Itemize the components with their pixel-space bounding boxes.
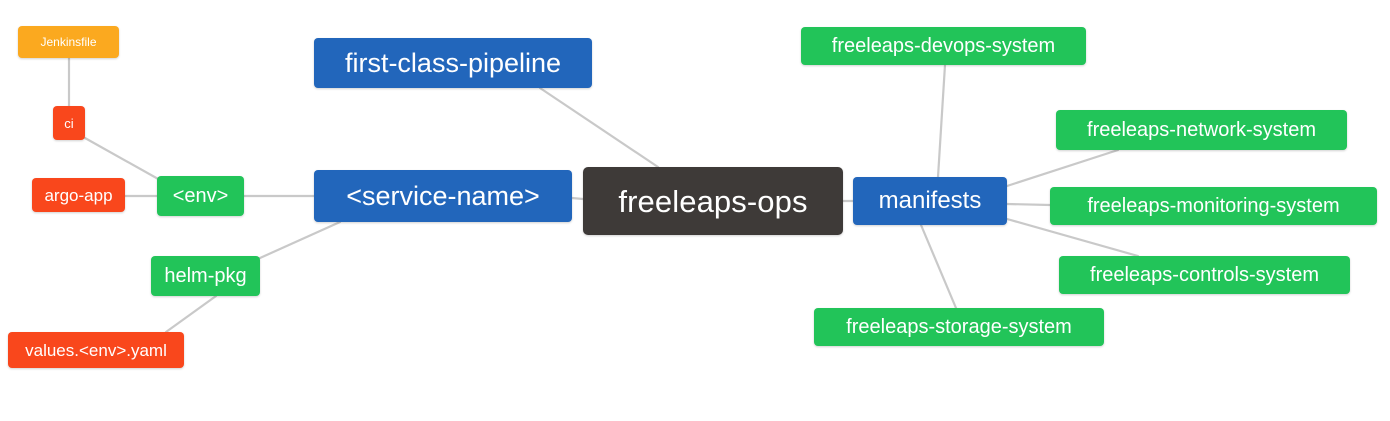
edge-helm-pkg-to-service-name (258, 220, 342, 260)
node-ci[interactable]: ci (53, 106, 85, 140)
node-label: ci (64, 115, 74, 131)
edge-values-yaml-to-helm-pkg (164, 294, 218, 334)
node-label: argo-app (44, 185, 113, 205)
edge-ci-to-env (83, 136, 162, 182)
node-label: freeleaps-storage-system (846, 316, 1072, 338)
node-label: Jenkinsfile (40, 35, 97, 49)
node-monitoring[interactable]: freeleaps-monitoring-system (1050, 187, 1377, 225)
node-label: freeleaps-controls-system (1090, 264, 1319, 286)
node-label: freeleaps-monitoring-system (1087, 195, 1340, 217)
node-network[interactable]: freeleaps-network-system (1056, 110, 1347, 150)
node-label: helm-pkg (164, 265, 247, 287)
node-controls[interactable]: freeleaps-controls-system (1059, 256, 1350, 294)
edge-first-class-to-freeleaps-ops (538, 86, 660, 169)
edge-service-name-to-freeleaps-ops (570, 196, 585, 201)
node-values-yaml[interactable]: values.<env>.yaml (8, 332, 184, 368)
node-first-class[interactable]: first-class-pipeline (314, 38, 592, 88)
node-label: <env> (172, 185, 229, 207)
node-jenkinsfile[interactable]: Jenkinsfile (18, 26, 119, 58)
node-service-name[interactable]: <service-name> (314, 170, 572, 222)
node-env[interactable]: <env> (157, 176, 244, 216)
edge-manifests-to-monitoring (1005, 202, 1052, 207)
node-label: freeleaps-network-system (1087, 119, 1316, 141)
node-label: freeleaps-devops-system (831, 35, 1056, 57)
node-storage[interactable]: freeleaps-storage-system (814, 308, 1104, 346)
node-helm-pkg[interactable]: helm-pkg (151, 256, 260, 296)
edge-manifests-to-network (1005, 148, 1120, 188)
edge-manifests-to-storage (919, 223, 958, 310)
node-label: <service-name> (346, 180, 540, 211)
edge-manifests-to-devops (936, 63, 947, 179)
node-label: first-class-pipeline (344, 47, 562, 78)
node-label: freeleaps-ops (618, 183, 808, 219)
node-label: manifests (878, 187, 982, 214)
node-argo-app[interactable]: argo-app (32, 178, 125, 212)
node-label: values.<env>.yaml (25, 340, 167, 360)
node-freeleaps-ops[interactable]: freeleaps-ops (583, 167, 843, 235)
node-manifests[interactable]: manifests (853, 177, 1007, 225)
node-devops[interactable]: freeleaps-devops-system (801, 27, 1086, 65)
